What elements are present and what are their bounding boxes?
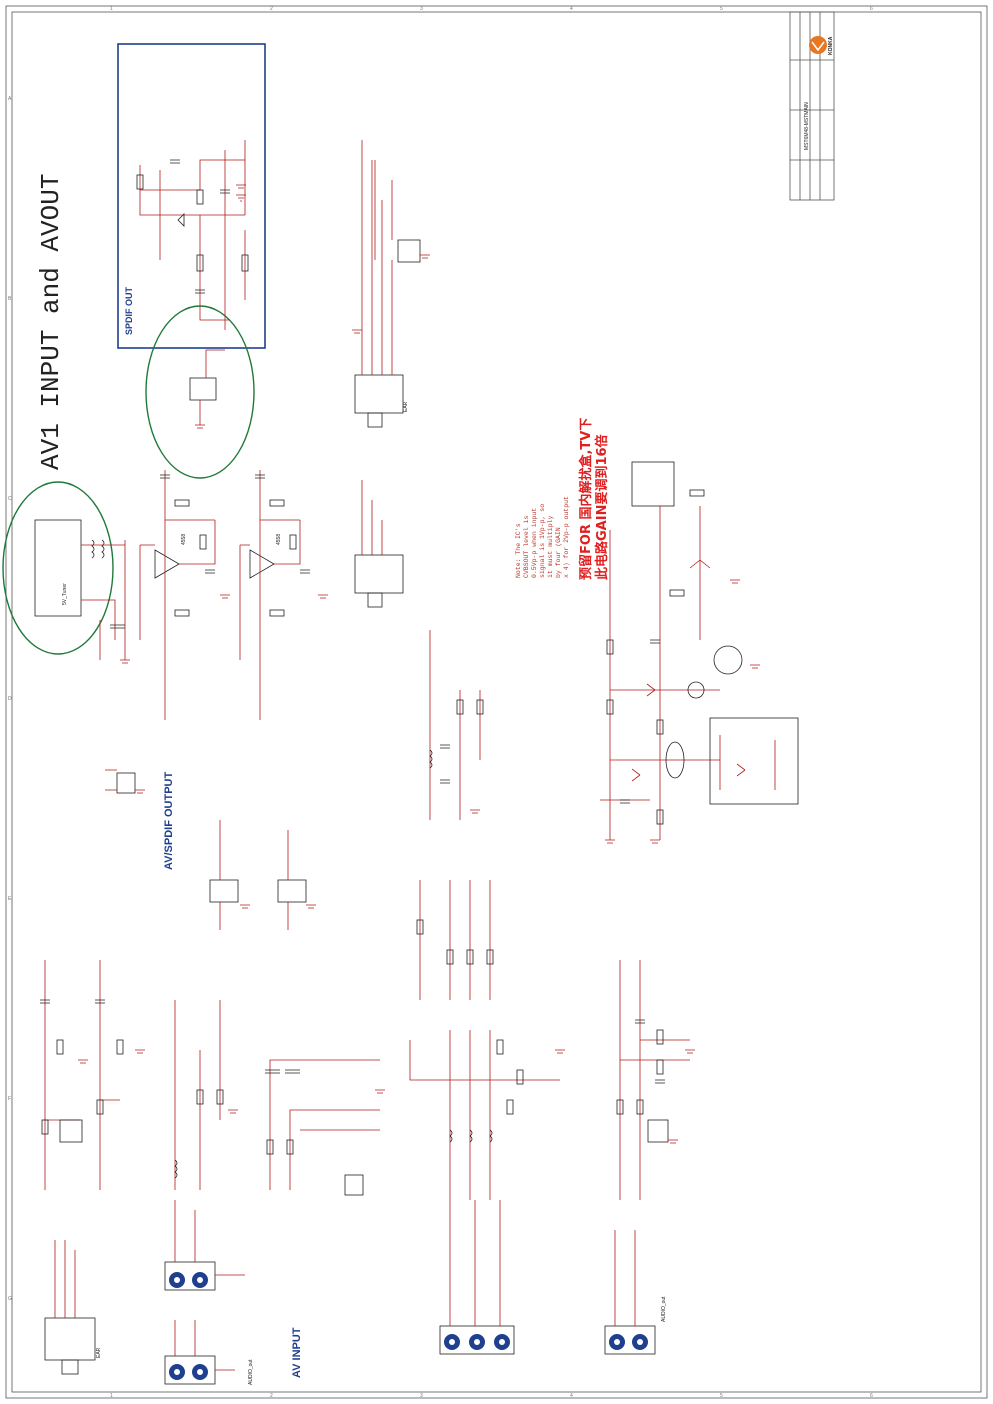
title-block: KONKA MST6M48-MSTMAIN [789, 11, 835, 201]
zone-mark-bottom-4: 4 [570, 1393, 573, 1399]
zone-mark-side-g: G [8, 1296, 12, 1302]
spdif-buffer-ic [189, 349, 225, 429]
note-line-7: x 4) for 2Vp-p output [563, 496, 570, 578]
ear-label-top: EAR [403, 401, 409, 412]
zone-mark-side-c: C [8, 496, 12, 502]
chinese-note: 预留FOR 国内解扰盒,TV下 此电路GAIN要调到16倍 [578, 413, 610, 580]
spdif-out-circuit [136, 140, 249, 330]
tuner-label: 5V_Tuner [62, 583, 68, 605]
zone-mark-top-4: 4 [570, 6, 573, 12]
esd-protection-hd [209, 820, 316, 930]
zone-mark-top-3: 3 [420, 6, 423, 12]
title-block-model: MST6M48-MSTMAIN [804, 102, 810, 150]
audio-input-rc-circuit [429, 630, 484, 820]
inner-border [11, 11, 982, 1393]
cvbs-amplifier-circuit [600, 461, 799, 844]
zone-mark-top-1: 1 [110, 6, 113, 12]
zone-mark-bottom-1: 1 [110, 1393, 113, 1399]
note-line-3: 0.5Vp-p when input [531, 508, 538, 578]
ypbpr-termination [416, 880, 494, 1000]
esd-protection-i2c [374, 160, 430, 263]
note-line-1: Note: The IC's [515, 523, 522, 578]
zone-mark-side-e: E [8, 896, 12, 902]
ypbpr-input-circuit [409, 1030, 565, 1200]
audio-out-label-right: AUDIO_out [661, 1296, 667, 1322]
spdif-out-highlight-box [117, 43, 266, 349]
note-line-5: it must multiply [547, 515, 554, 578]
esd-protection-audio-out [105, 769, 145, 794]
tuner-supply-highlight-circle [2, 481, 114, 655]
section-title-spdif-out: SPDIF OUT [124, 286, 134, 335]
ear-jack-bottom: EAR [44, 1240, 102, 1375]
zone-mark-bottom-2: 2 [270, 1393, 273, 1399]
rca-connectors: AUDIO_out AUDIO_out [164, 1200, 667, 1385]
section-title-av-spdif-output: AV/SPDIF OUTPUT [163, 772, 175, 870]
av-out-jack-connectors: EAR [352, 140, 409, 608]
note-line-6: by four (GAIN [555, 527, 562, 578]
sheet-border [5, 5, 988, 1399]
zone-mark-side-a: A [8, 96, 12, 102]
av-input-filter-circuit [174, 1000, 385, 1196]
pc-audio-input-circuit [40, 960, 145, 1190]
title-block-company: KONKA [828, 36, 834, 55]
opamp-b-label: 4558 [276, 534, 282, 545]
spdif-buffer-highlight-circle [145, 305, 255, 479]
zone-mark-bottom-5: 5 [720, 1393, 723, 1399]
page-title: AV1 INPUT and AVOUT [36, 174, 66, 470]
note-line-4: signal is 1Vp-p, so [539, 504, 546, 578]
audio-out-label-left: AUDIO_out [248, 1359, 254, 1385]
hd-audio-input-circuit [616, 960, 695, 1200]
chinese-note-line-2: 此电路GAIN要调到16倍 [594, 434, 610, 580]
zone-mark-side-b: B [8, 296, 12, 302]
note-line-2: CVBSOUT level is [523, 515, 530, 578]
opamp-block: 4558 4558 [139, 470, 328, 720]
zone-markers: 1 2 3 4 5 6 1 2 3 4 5 6 A B C D E F G [8, 6, 873, 1399]
zone-mark-top-6: 6 [870, 6, 873, 12]
zone-mark-bottom-6: 6 [870, 1393, 873, 1399]
ear-label-bottom: EAR [96, 1347, 102, 1358]
chinese-note-line-1: 预留FOR 国内解扰盒,TV下 [578, 418, 594, 580]
zone-mark-bottom-3: 3 [420, 1393, 423, 1399]
opamp-a-label: 4558 [181, 534, 187, 545]
design-note: Note: The IC's CVBSOUT level is 0.5Vp-p … [515, 413, 610, 580]
zone-mark-side-d: D [8, 696, 12, 702]
section-title-av-input: AV INPUT [291, 1327, 303, 1378]
zone-mark-top-5: 5 [720, 6, 723, 12]
zone-mark-top-2: 2 [270, 6, 273, 12]
tuner-supply-circuit: 5V_Tuner [34, 519, 130, 664]
note-text: Note: The IC's CVBSOUT level is 0.5Vp-p … [515, 496, 570, 578]
zone-mark-side-f: F [8, 1096, 11, 1102]
